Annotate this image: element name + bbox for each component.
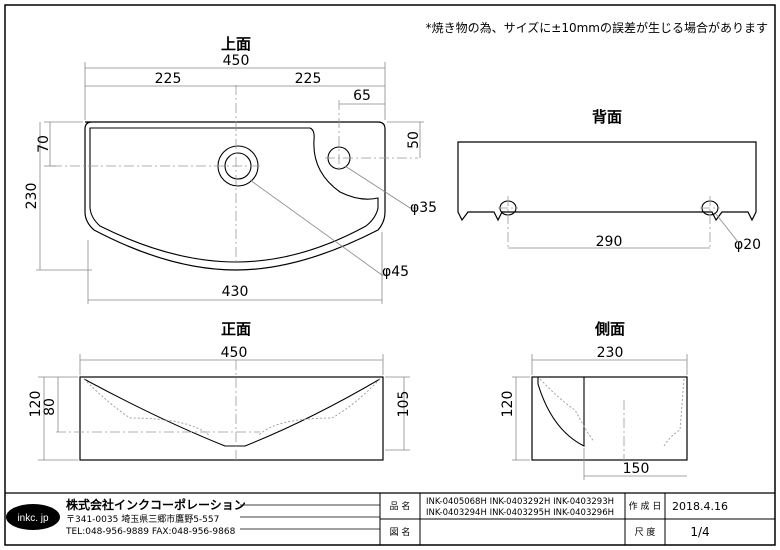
drawing-label: 図 名 xyxy=(390,526,411,538)
back-view-title: 背面 xyxy=(592,108,622,126)
dim-side-height: 120 xyxy=(500,391,516,418)
dim-top-faucet-offset: 65 xyxy=(353,88,371,104)
dim-front-h120: 120 xyxy=(28,391,44,418)
dim-front-h80: 80 xyxy=(42,398,58,416)
front-basin-profile xyxy=(83,378,381,447)
dim-top-depth-total: 230 xyxy=(24,183,40,210)
dim-top-overall: 450 xyxy=(223,53,250,69)
back-view-outline xyxy=(457,141,757,222)
company-name: 株式会社インクコーポレーション xyxy=(66,497,246,512)
date-value: 2018.4.16 xyxy=(672,500,728,513)
dim-top-depth-right: 50 xyxy=(406,131,422,149)
scale-value: 1/4 xyxy=(690,525,709,539)
dim-front-h105: 105 xyxy=(396,391,412,418)
dim-back-hole: φ20 xyxy=(734,237,761,253)
dim-back-spacing: 290 xyxy=(596,234,623,250)
dim-front-width: 450 xyxy=(221,345,248,361)
side-view-title: 側面 xyxy=(594,320,625,338)
side-view xyxy=(531,376,688,462)
product-line-2: INK-0403294H INK-0403295H INK-0403296H xyxy=(426,508,614,518)
front-view-title: 正面 xyxy=(221,320,251,338)
date-label: 作 成 日 xyxy=(629,500,662,512)
back-view xyxy=(457,141,757,248)
drawing-frame xyxy=(4,4,776,546)
top-view-title: 上面 xyxy=(221,35,251,53)
front-view-outline xyxy=(79,376,384,461)
dim-top-right-half: 225 xyxy=(295,71,322,87)
tolerance-notice: *焼き物の為、サイズに±10mmの誤差が生じる場合があります xyxy=(426,20,768,35)
top-view-basin xyxy=(89,127,379,263)
back-dimensions xyxy=(508,213,739,249)
product-line-1: INK-0405068H INK-0403292H INK-0403293H xyxy=(426,497,614,507)
company-contact: TEL:048-956-9889 FAX:048-956-9868 xyxy=(65,527,236,537)
logo-text: inkc. jp xyxy=(17,513,49,524)
front-dimensions xyxy=(38,354,410,461)
dim-top-left-half: 225 xyxy=(155,71,182,87)
company-logo xyxy=(6,504,60,530)
dim-side-width: 230 xyxy=(597,345,624,361)
title-block xyxy=(5,492,775,545)
top-dimensions xyxy=(36,62,424,304)
scale-label: 尺 度 xyxy=(635,526,656,538)
dim-top-bottom: 430 xyxy=(222,284,249,300)
dim-top-drain-hole: φ45 xyxy=(382,264,409,280)
side-view-outline xyxy=(531,376,688,461)
dim-top-faucet-hole: φ35 xyxy=(410,200,437,216)
product-label: 品 名 xyxy=(390,500,411,512)
top-view-outline xyxy=(84,121,386,271)
company-address: 〒341-0035 埼玉県三郷市鷹野5-557 xyxy=(66,513,219,525)
dim-side-bottom: 150 xyxy=(623,461,650,477)
front-view xyxy=(56,360,384,462)
side-dimensions xyxy=(512,354,688,480)
dim-top-depth-front: 70 xyxy=(36,135,52,153)
top-view xyxy=(52,85,418,271)
